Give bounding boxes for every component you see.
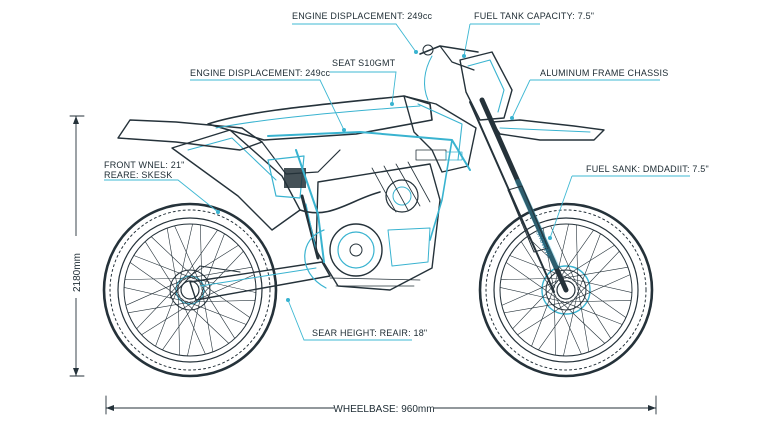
spoke (563, 292, 579, 357)
spoke (568, 277, 633, 293)
callout-leaders (104, 23, 690, 341)
spoke (200, 224, 203, 291)
rear-wheel-label: REARE: SKESK (104, 170, 172, 180)
front-wheel (478, 202, 654, 378)
bodywork (117, 95, 477, 199)
wheelbase-dimension: WHEELBASE: 960mm (105, 395, 657, 415)
rear-wheel (102, 202, 278, 378)
height-dimension-label: 2180mm (72, 253, 83, 292)
engine (304, 161, 441, 291)
spoke (187, 266, 253, 279)
spoke (177, 223, 193, 288)
spoke (500, 277, 567, 280)
spoke (499, 287, 564, 303)
seat-label: SEAT S10GMT (332, 58, 396, 68)
front-fender (491, 119, 605, 141)
spoke (517, 299, 573, 336)
engine-displacement-top-label: ENGINE DISPLACEMENT: 249cc (292, 11, 433, 21)
spoke (570, 274, 631, 302)
spoke (179, 229, 218, 284)
spoke (144, 241, 181, 297)
spoke (575, 283, 612, 339)
fuel-right-label: FUEL SANK: DMDADIIT: 7.5" (586, 164, 709, 174)
spoke (554, 294, 582, 355)
spoke (553, 289, 556, 356)
spoke (141, 299, 197, 336)
spoke (550, 225, 578, 286)
height-dimension: 2180mm (66, 115, 86, 377)
spoke (200, 233, 225, 295)
spoke (553, 223, 569, 288)
frame-label: ALUMINUM FRAME CHASSIS (540, 68, 668, 78)
spoke (531, 285, 556, 347)
engine-displacement-mid-label: ENGINE DISPLACEMENT: 249cc (190, 68, 331, 78)
front-wheel-label: FRONT WNEL: 21" (104, 160, 185, 170)
spoke (198, 250, 244, 299)
spoke (178, 294, 206, 355)
spoke (189, 300, 256, 303)
spoke (512, 281, 558, 330)
spoke (576, 224, 579, 291)
spoke (187, 292, 203, 357)
wheelbase-label: WHEELBASE: 960mm (333, 404, 434, 415)
spoke (166, 227, 179, 293)
spoke (576, 233, 601, 295)
spoke (150, 236, 199, 282)
spoke (559, 244, 615, 281)
spoke (199, 283, 236, 339)
spoke (123, 287, 188, 303)
spoke (557, 298, 606, 344)
spoke (133, 255, 195, 280)
callout-labels: ENGINE DISPLACEMENT: 249cc FUEL TANK CAP… (104, 11, 709, 338)
spoke (125, 278, 186, 306)
spoke (503, 301, 569, 314)
spoke (505, 262, 560, 301)
spoke (155, 285, 180, 347)
spoke (538, 296, 577, 351)
spoke (577, 287, 590, 353)
spoke (174, 225, 202, 286)
spoke (196, 279, 251, 318)
spoke (501, 278, 562, 306)
spoke (520, 241, 557, 297)
handlebar (419, 44, 479, 101)
spoke (574, 250, 620, 299)
spoke (565, 300, 632, 303)
spoke (561, 300, 623, 325)
spoke (572, 279, 627, 318)
seat-height-label: SEAR HEIGHT: REAIR: 18" (312, 328, 427, 338)
spoke (162, 296, 201, 351)
frame-chassis (267, 131, 471, 263)
spoke (563, 266, 629, 279)
spoke (127, 301, 193, 314)
fuel-tank-top-label: FUEL TANK CAPACITY: 7.5" (474, 11, 594, 21)
spoke (124, 277, 191, 280)
spoke (185, 300, 247, 325)
spoke (555, 229, 594, 284)
spoke (181, 298, 230, 344)
spoke (136, 281, 182, 330)
spoke (177, 289, 180, 356)
number-plate (459, 51, 513, 121)
